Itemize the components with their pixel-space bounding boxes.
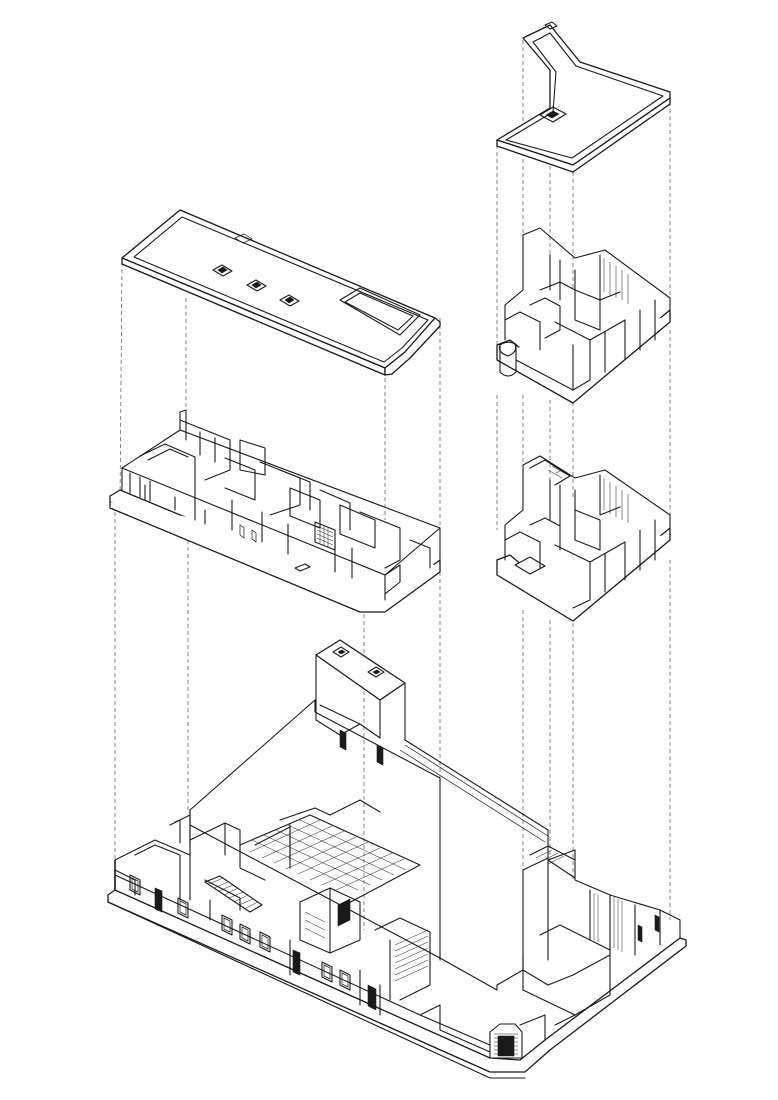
right-upper-floor <box>496 227 671 404</box>
ground-floor-stair <box>204 875 263 913</box>
garage-ramp <box>374 917 431 1001</box>
skylight-3 <box>279 294 300 307</box>
right-roof-skylight <box>539 106 567 123</box>
skylight-2 <box>246 279 267 292</box>
central-stair-tower <box>315 639 406 766</box>
corner-entrance <box>489 1014 546 1059</box>
projection-lines <box>114 40 671 960</box>
tower-skylight-1 <box>332 646 350 658</box>
tower-skylight-2 <box>367 666 385 678</box>
elevator-core <box>299 887 361 954</box>
left-upper-floor <box>109 409 441 613</box>
ground-floor <box>107 699 687 1079</box>
left-roof-slab <box>121 209 441 376</box>
glazed-atrium <box>239 799 421 906</box>
right-middle-floor <box>496 455 671 622</box>
right-roof-slab <box>496 21 671 173</box>
skylight-1 <box>212 264 233 277</box>
